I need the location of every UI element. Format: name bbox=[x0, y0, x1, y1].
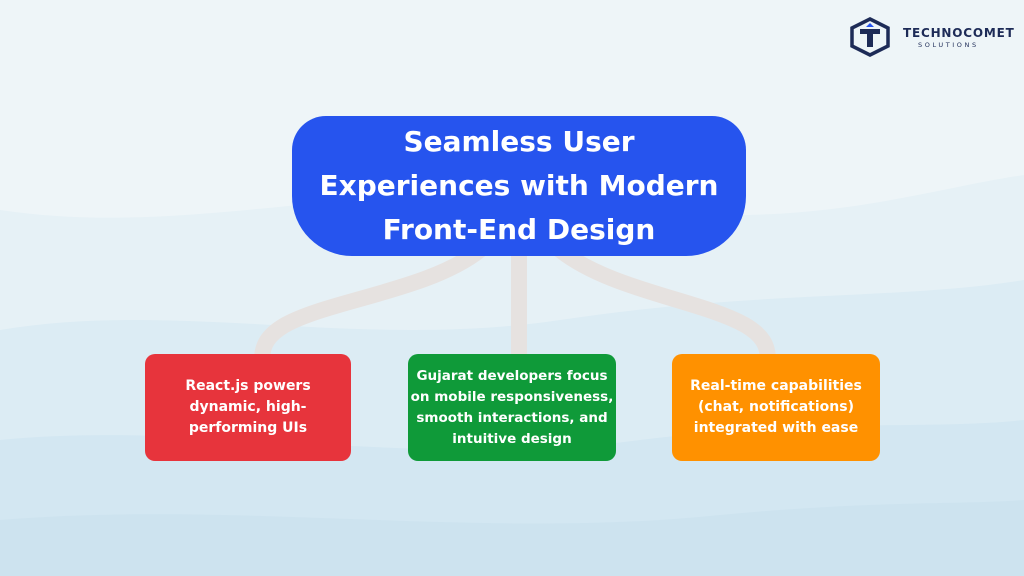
logo-name: TECHNOCOMET bbox=[903, 26, 1015, 40]
title-box: Seamless User Experiences with Modern Fr… bbox=[292, 116, 746, 256]
logo-subtitle: SOLUTIONS bbox=[918, 41, 979, 49]
connector-right bbox=[552, 242, 776, 368]
card-react-text: React.js powers dynamic, high-performing… bbox=[185, 378, 311, 436]
card-real-time-text: Real-time capabilities (chat, notificati… bbox=[690, 378, 862, 436]
card-real-time: Real-time capabilities (chat, notificati… bbox=[672, 354, 880, 461]
diagram-title: Seamless User Experiences with Modern Fr… bbox=[319, 125, 719, 246]
card-gujarat-developers: Gujarat developers focus on mobile respo… bbox=[408, 354, 616, 461]
card-react: React.js powers dynamic, high-performing… bbox=[145, 354, 351, 461]
brand-logo: TECHNOCOMET SOLUTIONS bbox=[848, 17, 1015, 57]
technocomet-logo-icon bbox=[850, 17, 890, 57]
connector-left bbox=[254, 242, 488, 368]
card-gujarat-developers-text: Gujarat developers focus on mobile respo… bbox=[410, 367, 614, 447]
